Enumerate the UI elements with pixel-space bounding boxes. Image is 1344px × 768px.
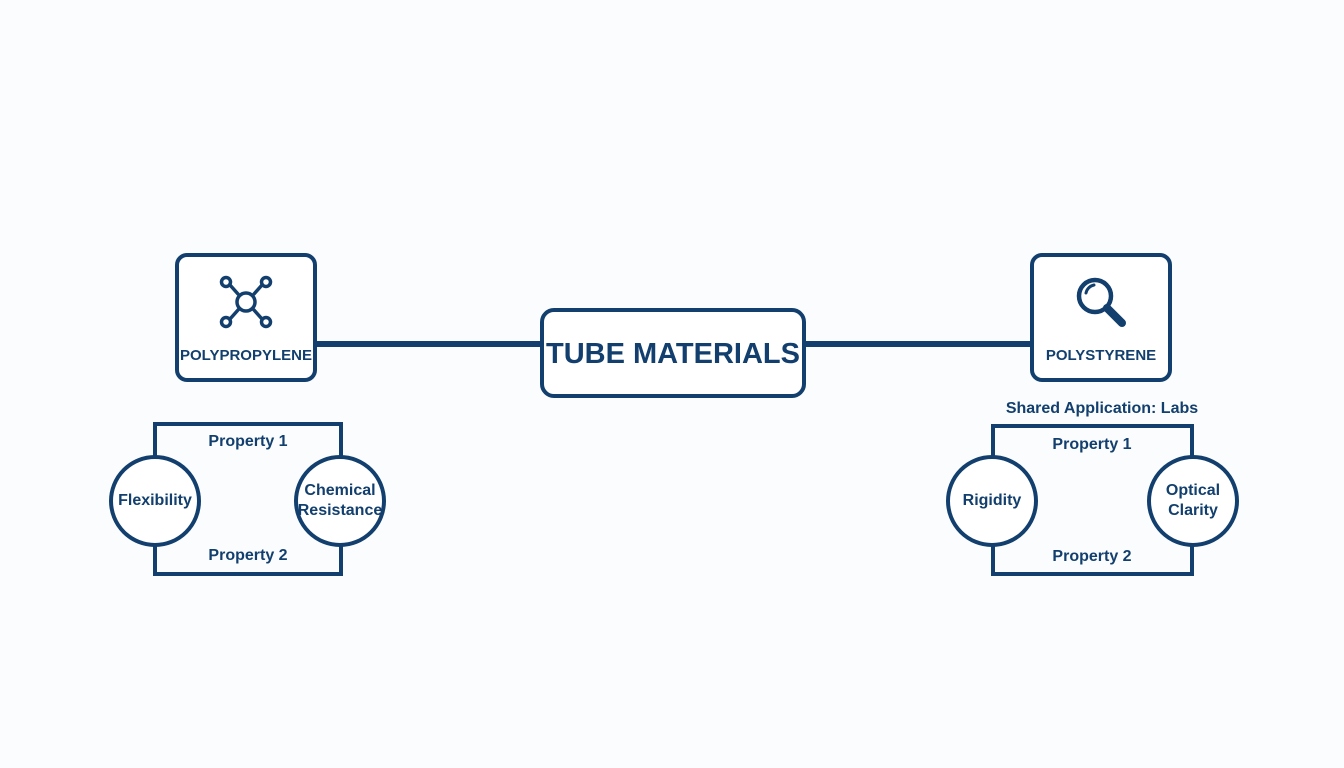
polypropylene-label: POLYPROPYLENE: [180, 347, 312, 364]
left-property-2: Property 2: [208, 547, 288, 564]
rigidity-circle: Rigidity: [946, 455, 1038, 547]
chemical-resistance-line1: Chemical: [304, 482, 376, 499]
right-property-1: Property 1: [1052, 436, 1132, 453]
left-property-1: Property 1: [208, 433, 288, 450]
rigidity-label: Rigidity: [962, 492, 1022, 509]
center-title: TUBE MATERIALS: [545, 338, 800, 370]
polystyrene-label: POLYSTYRENE: [1045, 347, 1157, 364]
molecule-icon: [219, 275, 273, 329]
magnifier-icon: [1076, 277, 1126, 327]
flexibility-label: Flexibility: [118, 492, 192, 509]
chemical-resistance-line2: Resistance: [297, 502, 383, 519]
flexibility-circle: Flexibility: [109, 455, 201, 547]
connector-right: [804, 341, 1032, 347]
tube-materials-node: TUBE MATERIALS: [540, 308, 806, 398]
right-property-2: Property 2: [1052, 548, 1132, 565]
shared-application-label: Shared Application: Labs: [1005, 400, 1199, 417]
chemical-resistance-circle: Chemical Resistance: [294, 455, 386, 547]
polypropylene-card: POLYPROPYLENE: [175, 253, 317, 382]
polystyrene-card: POLYSTYRENE: [1030, 253, 1172, 382]
optical-clarity-circle: Optical Clarity: [1147, 455, 1239, 547]
connector-left: [316, 341, 542, 347]
optical-clarity-line2: Clarity: [1168, 502, 1218, 519]
optical-clarity-line1: Optical: [1165, 482, 1221, 499]
